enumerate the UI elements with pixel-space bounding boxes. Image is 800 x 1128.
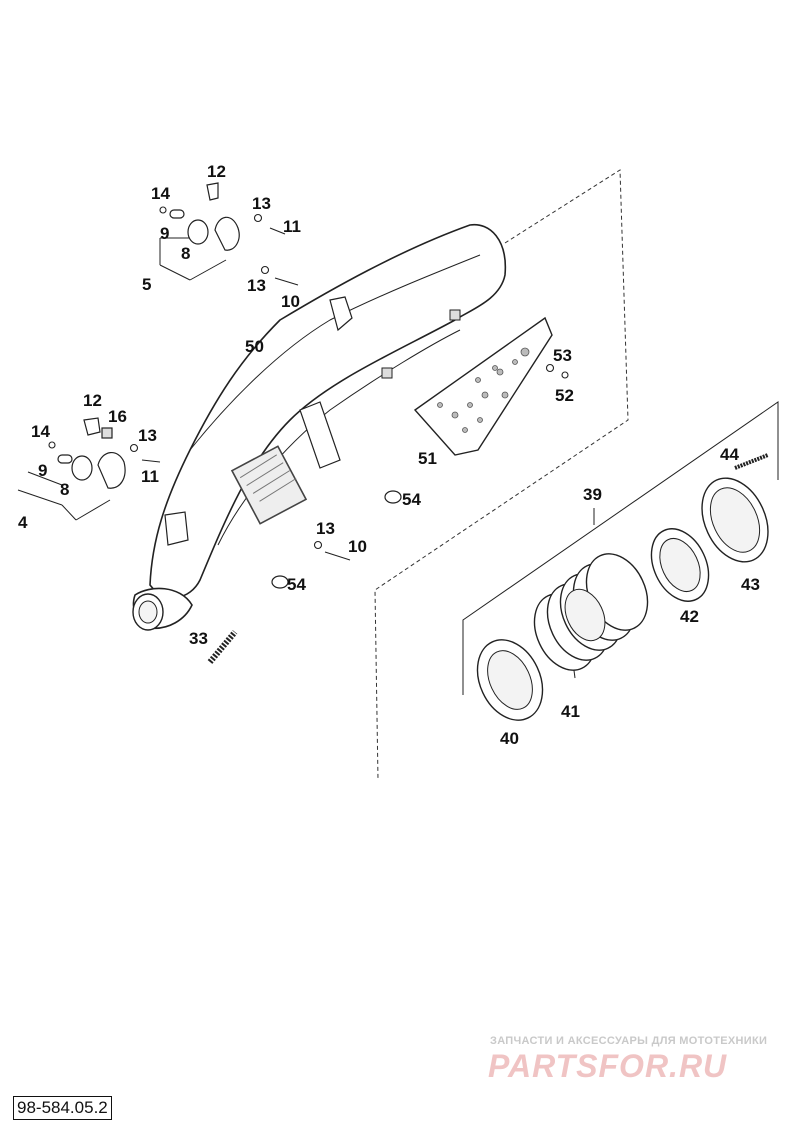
outlet-pipe (132, 587, 193, 631)
callout-52: 52 (555, 386, 574, 405)
callout-13-upper-b: 13 (247, 276, 266, 295)
bolts-and-screws (48, 206, 769, 664)
callout-8-upper: 8 (181, 244, 191, 263)
callout-11-lower: 11 (141, 467, 159, 486)
callout-11-upper: 11 (283, 217, 301, 236)
callout-10-lower: 10 (348, 537, 367, 556)
callout-42: 42 (680, 607, 699, 626)
damping-kit (476, 477, 769, 721)
callout-5: 5 (142, 275, 152, 294)
callout-10-upper: 10 (281, 292, 300, 311)
callout-53: 53 (553, 346, 572, 365)
callout-44: 44 (720, 445, 739, 464)
callout-51: 51 (418, 449, 437, 468)
callout-14-upper: 14 (151, 184, 170, 203)
callout-41: 41 (561, 702, 580, 721)
callout-33: 33 (189, 629, 208, 648)
callout-13-lower-a: 13 (138, 426, 157, 445)
callout-9-upper: 9 (160, 224, 170, 243)
muffler (149, 223, 507, 599)
drawing-number: 98-584.05.2 (13, 1096, 112, 1120)
callout-14-lower: 14 (31, 422, 50, 441)
watermark-logo: PARTSFOR.RU (488, 1048, 728, 1084)
callout-54-lower: 54 (287, 575, 306, 594)
grommets (271, 490, 402, 589)
callout-54-upper: 54 (402, 490, 421, 509)
upper-bracket-assembly (169, 182, 240, 251)
callout-8-lower: 8 (60, 480, 70, 499)
watermark-tagline: ЗАПЧАСТИ И АКСЕССУАРЫ ДЛЯ МОТОТЕХНИКИ (490, 1035, 768, 1047)
heat-shield (413, 316, 553, 456)
callout-4: 4 (18, 513, 28, 532)
callout-50: 50 (245, 337, 264, 356)
callout-9-lower: 9 (38, 461, 48, 480)
callout-12-lower: 12 (83, 391, 102, 410)
callout-13-lower-b: 13 (316, 519, 335, 538)
callout-40: 40 (500, 729, 519, 748)
callout-43: 43 (741, 575, 760, 594)
callout-16: 16 (108, 407, 127, 426)
callout-13-upper-a: 13 (252, 194, 271, 213)
lower-bracket-assembly (57, 417, 126, 489)
callout-39: 39 (583, 485, 602, 504)
dashed-group-outline (374, 169, 629, 781)
callout-12-upper: 12 (207, 162, 226, 181)
